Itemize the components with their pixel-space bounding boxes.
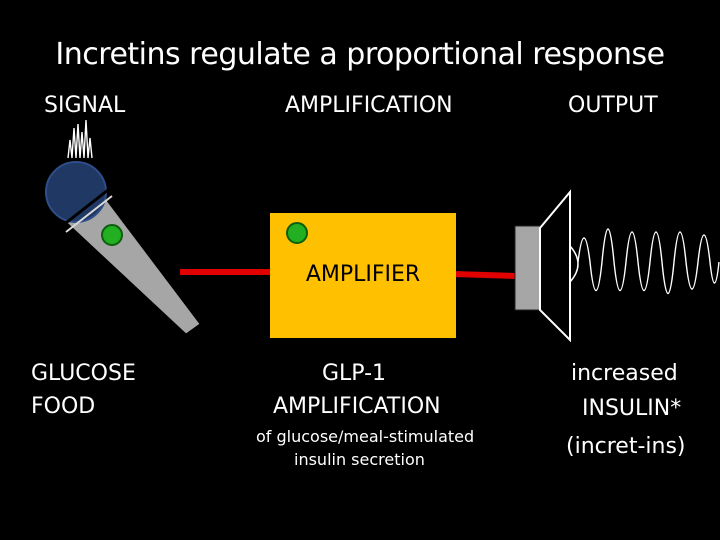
amplification-detail-line2: insulin secretion <box>294 450 425 469</box>
amplifier-label: AMPLIFIER <box>305 262 421 287</box>
amplification-header: AMPLIFICATION <box>285 93 453 118</box>
input-sound-wave-icon <box>67 119 93 159</box>
output-label-insulin: INSULIN* <box>582 396 682 421</box>
microphone-indicator <box>101 224 123 246</box>
amplifier-indicator <box>286 222 308 244</box>
amplification-label-amplification: AMPLIFICATION <box>273 394 441 419</box>
page-title: Incretins regulate a proportional respon… <box>55 37 665 72</box>
speaker-icon <box>514 189 579 343</box>
signal-label-glucose: GLUCOSE <box>31 361 136 386</box>
amplification-label-glp1: GLP-1 <box>322 361 387 386</box>
microphone-icon <box>45 161 201 335</box>
red-cable <box>180 269 516 279</box>
output-label-incret-ins: (incret-ins) <box>566 434 686 459</box>
amplification-detail-line1: of glucose/meal-stimulated <box>256 427 475 446</box>
signal-header: SIGNAL <box>44 93 126 118</box>
signal-label-food: FOOD <box>31 394 96 419</box>
output-sound-wave-icon <box>577 228 720 295</box>
output-header: OUTPUT <box>568 93 658 118</box>
amplifier-box <box>270 213 456 338</box>
output-label-increased: increased <box>571 361 678 386</box>
